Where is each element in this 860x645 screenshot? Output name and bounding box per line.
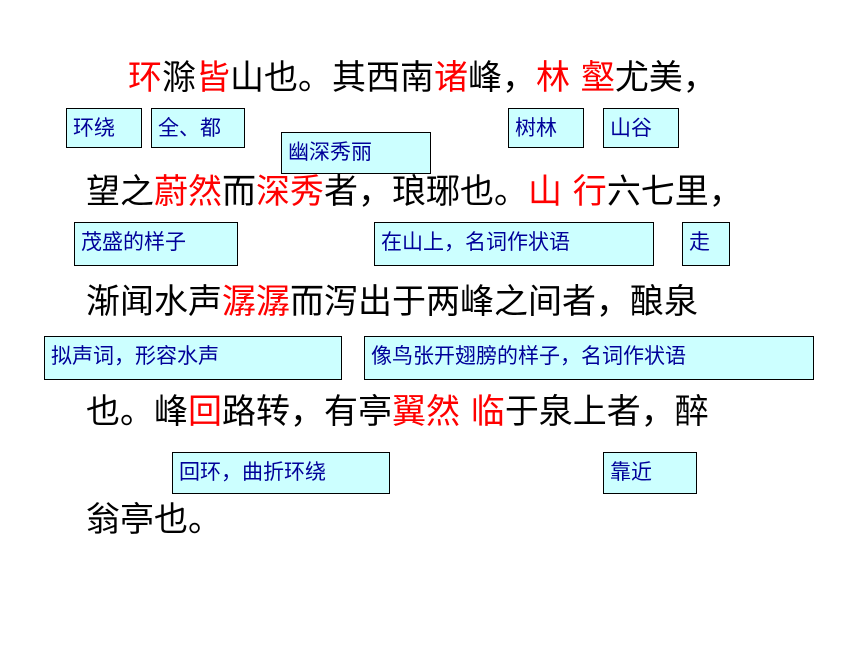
note-xiangniao: 像鸟张开翅膀的样子，名词作状语 — [364, 336, 814, 380]
note-shangu: 山谷 — [603, 108, 679, 148]
highlighted-word: 深秀 — [256, 172, 324, 212]
passage-text: 渐闻水声 — [86, 282, 222, 322]
passage-text: 望之 — [86, 172, 154, 212]
highlighted-word: 回 — [188, 392, 222, 432]
highlighted-word: 环 — [128, 58, 162, 98]
passage-text: 路转，有亭 — [222, 392, 392, 432]
note-huanrao: 环绕 — [66, 108, 142, 148]
note-kaojin: 靠近 — [603, 452, 697, 494]
passage-text: 尤美， — [614, 58, 717, 98]
passage-line-1: 环滁皆山也。其西南诸峰，林 壑尤美， — [128, 58, 717, 98]
passage-text: 而泻出于两峰之间者，酿泉 — [290, 282, 698, 322]
highlighted-word: 山 行 — [528, 172, 607, 212]
highlighted-word: 皆 — [196, 58, 230, 98]
highlighted-word: 潺潺 — [222, 282, 290, 322]
highlighted-word: 诸 — [434, 58, 468, 98]
passage-text: 六七里， — [606, 172, 743, 212]
highlighted-word: 蔚然 — [154, 172, 222, 212]
passage-text: 而 — [222, 172, 256, 212]
passage-text: 者，琅琊也。 — [324, 172, 528, 212]
passage-text: 峰， — [468, 58, 536, 98]
note-nishengci: 拟声词，形容水声 — [44, 336, 342, 380]
note-maosheng: 茂盛的样子 — [74, 222, 238, 266]
passage-text: 翁亭也。 — [86, 500, 222, 540]
passage-line-5: 翁亭也。 — [86, 500, 222, 540]
note-zou: 走 — [682, 222, 730, 266]
note-quandou: 全、都 — [151, 108, 245, 148]
note-shulin: 树林 — [508, 108, 584, 148]
highlighted-word: 翼然 临 — [392, 392, 505, 432]
passage-line-4: 也。峰回路转，有亭翼然 临于泉上者，醉 — [86, 392, 709, 432]
passage-text: 也。峰 — [86, 392, 188, 432]
passage-text: 滁 — [162, 58, 196, 98]
passage-line-3: 渐闻水声潺潺而泻出于两峰之间者，酿泉 — [86, 282, 698, 322]
passage-text: 山也。其西南 — [230, 58, 434, 98]
passage-line-2: 望之蔚然而深秀者，琅琊也。山 行六七里， — [86, 172, 743, 212]
note-zaishan: 在山上，名词作状语 — [374, 222, 654, 266]
note-youshen: 幽深秀丽 — [281, 132, 431, 174]
passage-text: 于泉上者，醉 — [504, 392, 709, 432]
highlighted-word: 林 壑 — [536, 58, 615, 98]
note-huihuan: 回环，曲折环绕 — [172, 452, 390, 494]
